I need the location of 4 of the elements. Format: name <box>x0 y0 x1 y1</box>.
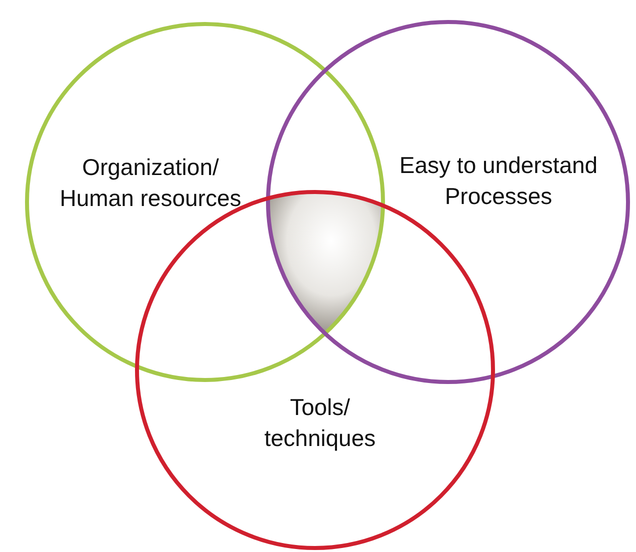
overlap-shading <box>268 192 383 333</box>
circle-label: Easy to understand Processes <box>398 151 599 211</box>
circle-label: Tools/ techniques <box>263 393 377 453</box>
circle-label: Organization/ Human resources <box>58 153 242 213</box>
